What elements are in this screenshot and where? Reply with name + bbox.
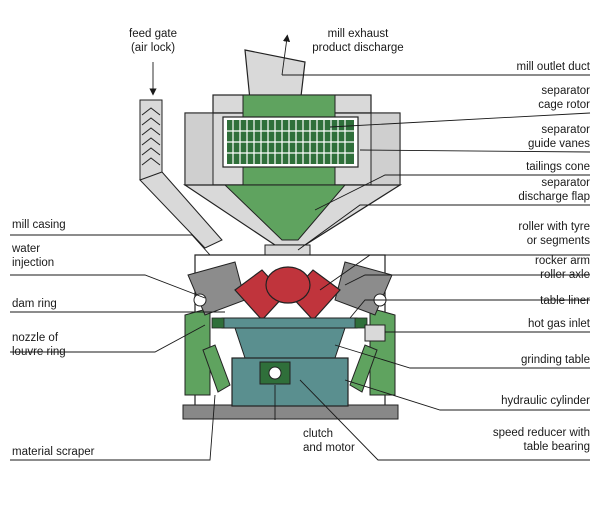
label-feed-gate-sub: (air lock) (131, 42, 175, 54)
label-roller-with-tyre-2: or segments (527, 235, 591, 247)
feed-chute (139, 99, 223, 249)
exhaust-arrow (281, 34, 291, 76)
grinding-table (211, 317, 368, 359)
label-separator-guide-vanes-1: separator (541, 124, 590, 136)
centre-roller (265, 266, 311, 304)
label-tailings-cone: tailings cone (526, 161, 590, 173)
label-separator-guide-vanes-2: guide vanes (528, 138, 590, 150)
label-product-discharge: product discharge (312, 42, 403, 54)
label-feed-gate: feed gate (129, 28, 177, 40)
label-roller-axle: roller axle (540, 269, 590, 281)
label-speed-reducer-1: speed reducer with (493, 427, 590, 439)
label-dam-ring: dam ring (12, 298, 57, 310)
label-speed-reducer-2: table bearing (524, 441, 591, 453)
label-water-injection-1: water (11, 243, 40, 255)
label-and-motor: and motor (303, 442, 355, 454)
label-clutch: clutch (303, 428, 333, 440)
label-mill-exhaust: mill exhaust (328, 28, 390, 40)
label-hydraulic-cylinder: hydraulic cylinder (501, 395, 590, 407)
label-mill-outlet-duct: mill outlet duct (516, 61, 590, 73)
label-material-scraper: material scraper (12, 446, 95, 458)
label-separator-discharge-flap-1: separator (541, 177, 590, 189)
label-hot-gas-inlet: hot gas inlet (528, 318, 591, 330)
leader-lines (10, 74, 591, 461)
label-louvre-ring: louvre ring (12, 346, 66, 358)
label-grinding-table: grinding table (521, 354, 590, 366)
hydraulic-cylinders (202, 344, 378, 393)
label-rocker-arm: rocker arm (535, 255, 590, 267)
hot-gas-inlet (364, 324, 386, 342)
label-mill-casing: mill casing (12, 219, 66, 231)
label-separator-cage-rotor-1: separator (541, 85, 590, 97)
label-table-liner: table liner (540, 295, 590, 307)
speed-reducer (231, 357, 349, 407)
label-separator-discharge-flap-2: discharge flap (518, 191, 590, 203)
label-nozzle-of: nozzle of (12, 332, 59, 344)
label-separator-cage-rotor-2: cage rotor (538, 99, 590, 111)
diagram-labels: feed gate (air lock) mill exhaust produc… (11, 28, 591, 458)
label-water-injection-2: injection (12, 257, 54, 269)
label-roller-with-tyre-1: roller with tyre (518, 221, 590, 233)
separator-column (222, 94, 359, 196)
